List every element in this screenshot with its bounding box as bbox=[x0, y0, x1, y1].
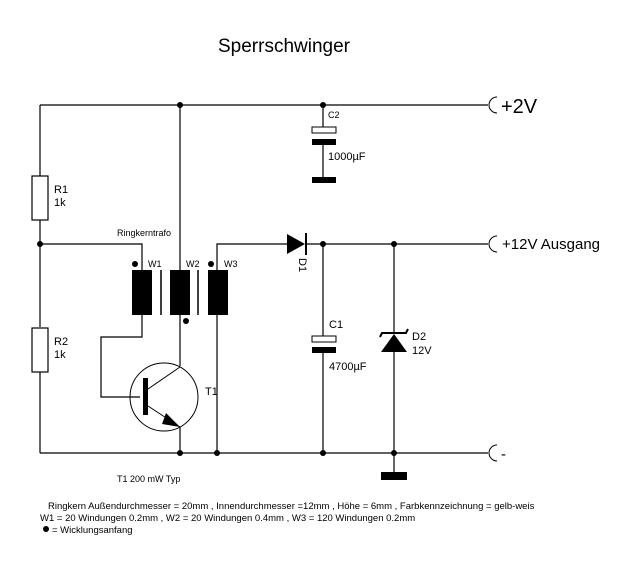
zener-d2 bbox=[379, 328, 409, 352]
junction-dot-icon bbox=[320, 450, 326, 456]
t1-note: T1 200 mW Typ bbox=[117, 474, 180, 484]
schematic-title: Sperrschwinger bbox=[218, 36, 351, 57]
d1-name: D1 bbox=[296, 258, 308, 272]
w2-start-dot-icon bbox=[183, 318, 189, 324]
wire-w1-base bbox=[100, 314, 143, 398]
r2-value: 1k bbox=[54, 349, 66, 361]
junction-dot-icon bbox=[320, 102, 326, 108]
t1-name: T1 bbox=[205, 386, 218, 398]
winding-w3 bbox=[208, 270, 228, 315]
capacitor-c2-plate-neg bbox=[312, 139, 336, 145]
capacitor-c2-plate-pos bbox=[311, 126, 337, 134]
r2-name: R2 bbox=[54, 336, 68, 348]
capacitor-c1-plate-pos bbox=[311, 335, 337, 343]
terminal-minus-icon bbox=[488, 444, 498, 462]
wire-divider-w1 bbox=[40, 243, 143, 271]
winding-w2 bbox=[170, 270, 190, 315]
terminal-plus12v-label: +12V Ausgang bbox=[502, 236, 600, 253]
legend-dot-icon bbox=[43, 526, 49, 532]
junctions bbox=[37, 102, 397, 456]
w1-start-dot-icon bbox=[132, 261, 138, 267]
junction-dot-icon bbox=[391, 241, 397, 247]
junction-dot-icon bbox=[37, 241, 43, 247]
r1-value: 1k bbox=[54, 197, 66, 209]
diode-d1 bbox=[287, 233, 307, 255]
d2-value: 12V bbox=[412, 345, 432, 357]
ground-symbol-icon bbox=[381, 472, 407, 480]
resistor-r1 bbox=[31, 175, 49, 221]
junction-dot-icon bbox=[320, 241, 326, 247]
terminal-plus2v-icon bbox=[488, 96, 498, 114]
capacitor-c2-bottom-plate bbox=[312, 177, 336, 183]
capacitor-c1-plate-neg bbox=[312, 347, 336, 353]
terminal-minus-label: - bbox=[501, 446, 506, 463]
c2-name: C2 bbox=[328, 110, 340, 120]
junction-dot-icon bbox=[177, 450, 183, 456]
note-windings: W1 = 20 Windungen 0.2mm , W2 = 20 Windun… bbox=[40, 513, 415, 524]
r1-name: R1 bbox=[54, 184, 68, 196]
c1-name: C1 bbox=[329, 319, 343, 331]
w1-label: W1 bbox=[148, 259, 162, 269]
junction-dot-icon bbox=[214, 450, 220, 456]
c1-value: 4700µF bbox=[329, 361, 367, 373]
wires bbox=[39, 104, 488, 472]
d2-name: D2 bbox=[412, 331, 426, 343]
w3-start-dot-icon bbox=[208, 261, 214, 267]
terminal-plus2v-label: +2V bbox=[501, 96, 538, 118]
winding-w1 bbox=[132, 270, 152, 315]
emitter-arrow-icon bbox=[162, 413, 180, 427]
w3-label: W3 bbox=[224, 259, 238, 269]
terminal-plus12v-icon bbox=[488, 235, 498, 253]
note-ringkern: Ringkern Außendurchmesser = 20mm , Innen… bbox=[48, 501, 535, 512]
wire-w3-diode bbox=[216, 243, 287, 271]
resistor-r2 bbox=[31, 327, 49, 373]
transformer-label: Ringkerntrafo bbox=[117, 228, 171, 238]
transistor-t1 bbox=[129, 362, 199, 432]
w2-label: W2 bbox=[186, 259, 200, 269]
c2-value: 1000µF bbox=[328, 151, 366, 163]
note-legend: = Wicklungsanfang bbox=[52, 525, 133, 536]
junction-dot-icon bbox=[391, 450, 397, 456]
junction-dot-icon bbox=[177, 102, 183, 108]
